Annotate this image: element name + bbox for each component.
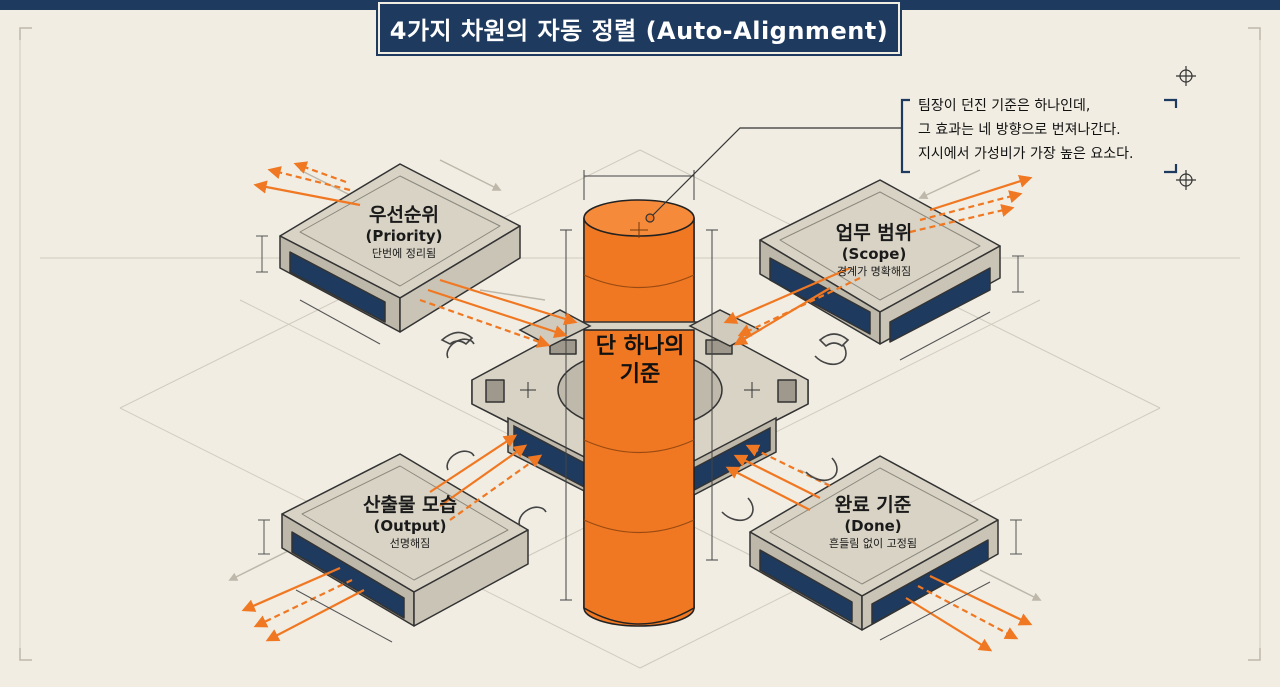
magnet-icons — [440, 331, 850, 527]
label-priority: 우선순위 (Priority) 단번에 정리됨 — [334, 204, 474, 262]
done-sub: 흔들림 없이 고정됨 — [829, 537, 917, 550]
pillar-front — [583, 329, 695, 625]
center-label: 단 하나의 기준 — [580, 333, 700, 389]
callout-leader — [645, 127, 902, 223]
title-banner: 4가지 차원의 자동 정렬 (Auto-Alignment) — [376, 0, 902, 56]
scope-en: (Scope) — [841, 245, 907, 263]
callout-line1: 팀장이 던진 기준은 하나인데, — [918, 98, 1091, 114]
center-label-line2: 기준 — [619, 362, 661, 387]
crosshair-icons — [1176, 66, 1196, 190]
callout-brackets — [900, 98, 1178, 174]
page-title: 4가지 차원의 자동 정렬 (Auto-Alignment) — [389, 16, 889, 45]
priority-title: 우선순위 — [369, 204, 439, 226]
priority-en: (Priority) — [365, 227, 443, 245]
output-sub: 선명해짐 — [389, 537, 431, 550]
scope-sub: 경계가 명확해짐 — [836, 265, 912, 278]
module-done — [749, 455, 999, 631]
label-scope: 업무 범위 (Scope) 경계가 명확해짐 — [804, 222, 944, 280]
callout-text: 팀장이 던진 기준은 하나인데, 그 효과는 네 방향으로 번져나간다. 지시에… — [918, 94, 1168, 166]
module-priority — [279, 163, 521, 333]
label-output: 산출물 모습 (Output) 선명해짐 — [340, 494, 480, 552]
center-label-line1: 단 하나의 — [595, 334, 685, 359]
label-done: 완료 기준 (Done) 흔들림 없이 고정됨 — [798, 494, 948, 552]
output-title: 산출물 모습 — [362, 494, 457, 516]
dimension-lines — [560, 170, 718, 601]
done-en: (Done) — [844, 517, 902, 535]
corner-marks — [19, 27, 1261, 661]
callout-line3: 지시에서 가성비가 가장 높은 요소다. — [918, 146, 1134, 162]
priority-sub: 단번에 정리됨 — [371, 247, 437, 260]
output-en: (Output) — [373, 517, 447, 535]
module-output — [281, 453, 529, 627]
callout-line2: 그 효과는 네 방향으로 번져나간다. — [918, 122, 1121, 138]
module-dimensions — [256, 235, 1024, 643]
orange-arrows — [241, 161, 1033, 652]
scope-title: 업무 범위 — [835, 222, 913, 244]
done-title: 완료 기준 — [834, 494, 912, 516]
